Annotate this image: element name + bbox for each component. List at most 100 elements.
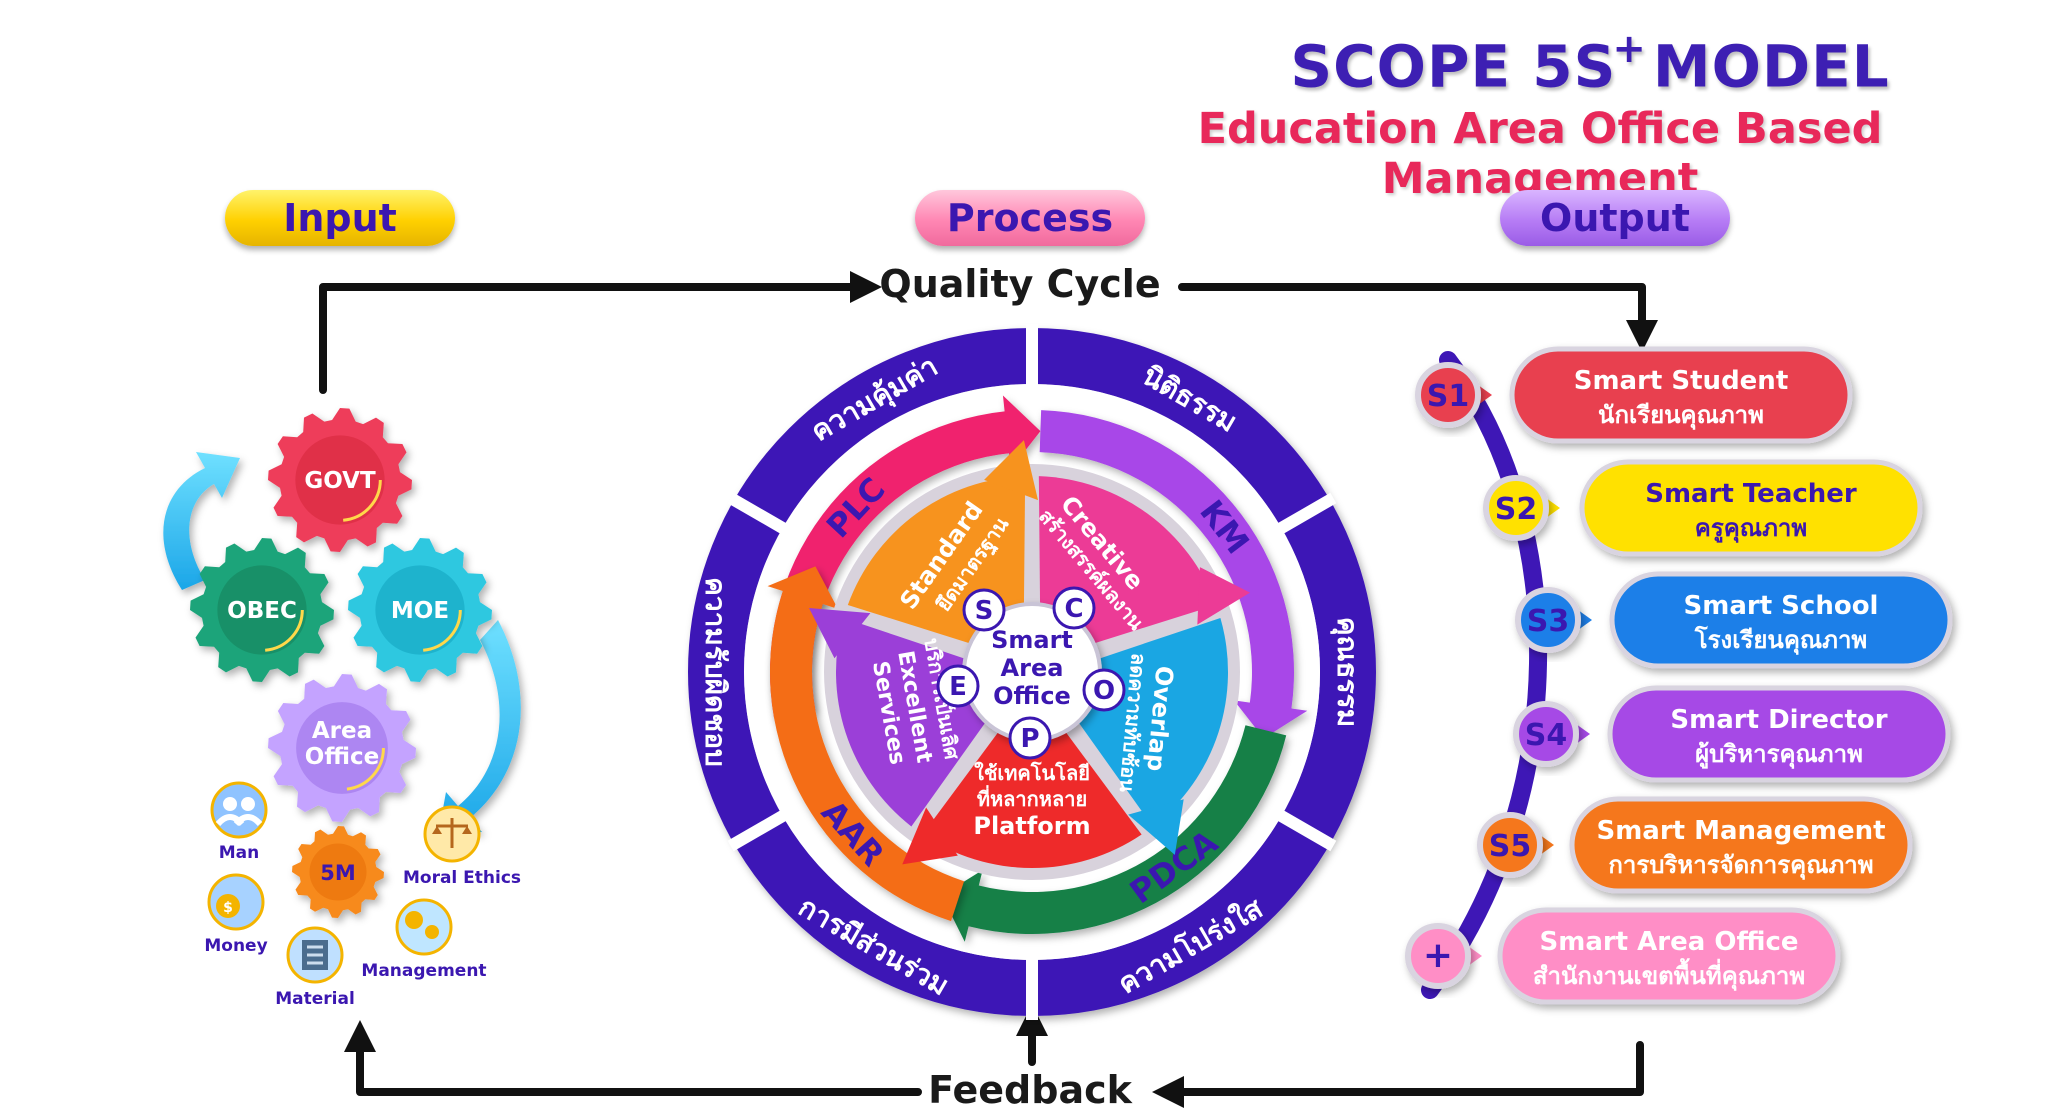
resource-moral-ethics: Moral Ethics	[403, 805, 521, 888]
man-icon	[210, 781, 268, 839]
gear-govt-label: GOVT	[304, 468, 376, 494]
letter-e: E	[949, 672, 967, 702]
moral-ethics-label: Moral Ethics	[403, 868, 521, 888]
gear-area-hub	[296, 702, 388, 794]
output-badge-label-6: +	[1423, 935, 1453, 976]
gear-govt-accent	[298, 438, 382, 522]
gear-fivem-hub	[309, 843, 367, 901]
letter-p: P	[1020, 724, 1039, 754]
governance-ring	[688, 324, 1376, 1020]
output-item-1: S1 Smart Student นักเรียนคุณภาพ	[1415, 346, 1853, 444]
output-title-5: Smart Management	[1596, 816, 1885, 846]
output-card-1	[1509, 346, 1853, 444]
output-item-6: + Smart Area Officeสำนักงานเขตพื้นที่คุณภ…	[1405, 907, 1841, 1005]
km-arrow	[1039, 410, 1308, 739]
gear-5m-label: 5M	[320, 861, 356, 885]
output-badge-6	[1405, 923, 1471, 989]
model-title: SCOPE 5S+MODEL	[1150, 26, 2030, 101]
output-badge-label-4: S4	[1525, 718, 1567, 753]
process-header: Process	[915, 190, 1145, 246]
ring-label-left: ความรับผิดชอบ	[699, 577, 732, 767]
feedback-label: Feedback	[928, 1068, 1132, 1112]
petal-p-en: Platform	[973, 812, 1090, 840]
process-panel: ความคุ้มค่านิติธรรมคุณธรรมความโปร่งใสการ…	[688, 324, 1376, 1020]
petal-arrowhead-2	[1128, 799, 1184, 855]
output-badge-3	[1515, 587, 1581, 653]
output-badge-2	[1483, 475, 1549, 541]
output-pointer-3	[1578, 610, 1592, 630]
resource-man: Man	[210, 781, 268, 863]
management-icon	[395, 898, 453, 956]
output-badge-label-2: S2	[1495, 492, 1537, 527]
flow-connectors	[319, 271, 1658, 1108]
center-label-2: Area	[1001, 654, 1064, 682]
aar-arrow	[767, 566, 965, 922]
ring-divider-2	[1274, 808, 1337, 852]
letter-e-badge	[936, 664, 980, 708]
gear-area-label-1: Area	[312, 718, 372, 744]
gear-moe-accent	[378, 568, 462, 652]
letter-s-badge	[962, 588, 1006, 632]
gear-moe-label: MOE	[391, 598, 449, 624]
output-pointer-4	[1576, 724, 1590, 744]
resource-management: Management	[361, 898, 487, 981]
money-label: Money	[204, 936, 267, 956]
feedback-arrow-left	[344, 1020, 922, 1096]
output-subtitle-2: ครูคุณภาพ	[1695, 514, 1807, 544]
output-subtitle-3: โรงเรียนคุณภาพ	[1694, 625, 1868, 656]
feedback-arrow-right	[1152, 1041, 1644, 1108]
gear-moe-hub	[375, 565, 465, 655]
petal-p-th1: ใช้เทคโนโลยี	[974, 761, 1090, 785]
output-pointer-2	[1546, 498, 1560, 518]
output-pointer-1	[1478, 385, 1492, 405]
output-title-1: Smart Student	[1574, 366, 1789, 396]
output-subtitle-6: สำนักงานเขตพื้นที่คุณภาพ	[1533, 957, 1805, 992]
cycle-arrow-up-icon	[163, 452, 240, 590]
model-title-main: SCOPE 5S	[1290, 32, 1617, 101]
output-subtitle-4: ผู้บริหารคุณภาพ	[1695, 740, 1863, 770]
quality-cycle-arrow-right	[1178, 283, 1658, 352]
petal-arrowhead-1	[1197, 567, 1251, 625]
output-header: Output	[1500, 190, 1730, 246]
man-label: Man	[219, 843, 260, 863]
output-item-5: S5 Smart Management การบริหารจัดการคุณภาพ	[1477, 796, 1913, 894]
gear-govt-hub	[295, 435, 385, 525]
ring-divider-1	[1274, 492, 1337, 536]
gear-obec-hub	[217, 565, 307, 655]
output-pointer-6	[1468, 946, 1482, 966]
output-badge-label-1: S1	[1427, 379, 1469, 414]
output-item-4: S4 Smart Director ผู้บริหารคุณภาพ	[1513, 685, 1951, 783]
gear-obec-accent	[220, 568, 304, 652]
letter-s: S	[975, 596, 994, 626]
cycle-arrow-down-icon	[438, 620, 521, 836]
output-pointer-5	[1540, 835, 1554, 855]
output-title-3: Smart School	[1684, 591, 1879, 621]
output-subtitle-1: นักเรียนคุณภาพ	[1598, 401, 1764, 431]
petal-arrowhead-3	[902, 807, 958, 865]
input-panel: GOVT OBEC MOE Area Office 5M Man $ Money…	[163, 408, 521, 1009]
gear-area-accent	[299, 705, 385, 791]
model-title-plus: +	[1612, 26, 1647, 72]
letter-o-badge	[1082, 668, 1126, 712]
input-header: Input	[225, 190, 455, 246]
output-badge-label-5: S5	[1489, 829, 1531, 864]
output-subtitle-5: การบริหารจัดการคุณภาพ	[1608, 851, 1873, 881]
center-label-1: Smart	[991, 626, 1073, 654]
resource-material: Material	[275, 926, 355, 1009]
output-badge-4	[1513, 701, 1579, 767]
output-badge-1	[1415, 362, 1481, 428]
petal-arrowhead-4	[808, 608, 871, 659]
svg-text:$: $	[223, 900, 233, 916]
output-card-5	[1569, 796, 1913, 894]
output-card-3	[1609, 571, 1953, 669]
output-card-6	[1497, 907, 1841, 1005]
quality-cycle-arrow-left	[319, 271, 882, 394]
output-title-4: Smart Director	[1670, 705, 1887, 735]
model-title-tail: MODEL	[1652, 32, 1890, 101]
management-label: Management	[361, 961, 486, 981]
output-badge-5	[1477, 812, 1543, 878]
output-title-6: Smart Area Office	[1540, 927, 1799, 957]
material-label: Material	[275, 989, 355, 1009]
